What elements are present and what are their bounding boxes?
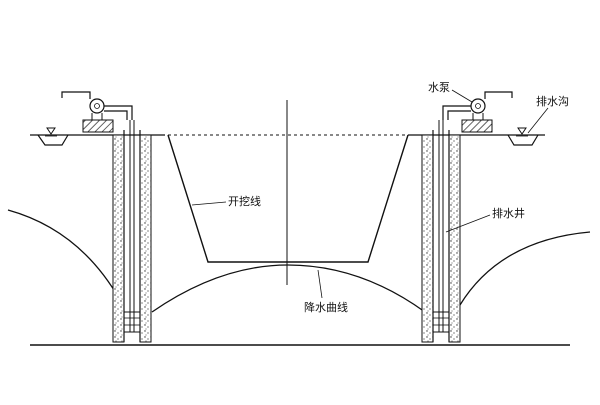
drain-ditch-left (37, 134, 69, 146)
label-excavation-line: 开挖线 (228, 195, 261, 208)
drawdown-curve-outer-left (7, 209, 121, 301)
leader-pump (451, 89, 473, 103)
water-level-symbol-left (46, 127, 56, 135)
drawdown-curve-outer-right (459, 231, 591, 306)
label-pump: 水泵 (428, 81, 450, 94)
leader-drain-ditch (527, 107, 549, 134)
pump-right (442, 91, 513, 133)
excavation-outline (167, 134, 409, 263)
water-level-symbol-right (517, 127, 527, 135)
drain-ditch-right (507, 134, 539, 146)
leader-drawdown-curve (317, 269, 323, 299)
label-drain-ditch: 排水沟 (536, 95, 569, 108)
pump-left (61, 91, 133, 133)
drawdown-curve-inner (151, 264, 426, 313)
drain-well-left (112, 120, 152, 343)
leader-drain-well (445, 214, 491, 233)
drain-well-right (421, 120, 461, 343)
leader-excavation-line (191, 201, 227, 206)
label-drawdown-curve: 降水曲线 (304, 301, 348, 314)
label-drain-well: 排水井 (492, 207, 525, 220)
